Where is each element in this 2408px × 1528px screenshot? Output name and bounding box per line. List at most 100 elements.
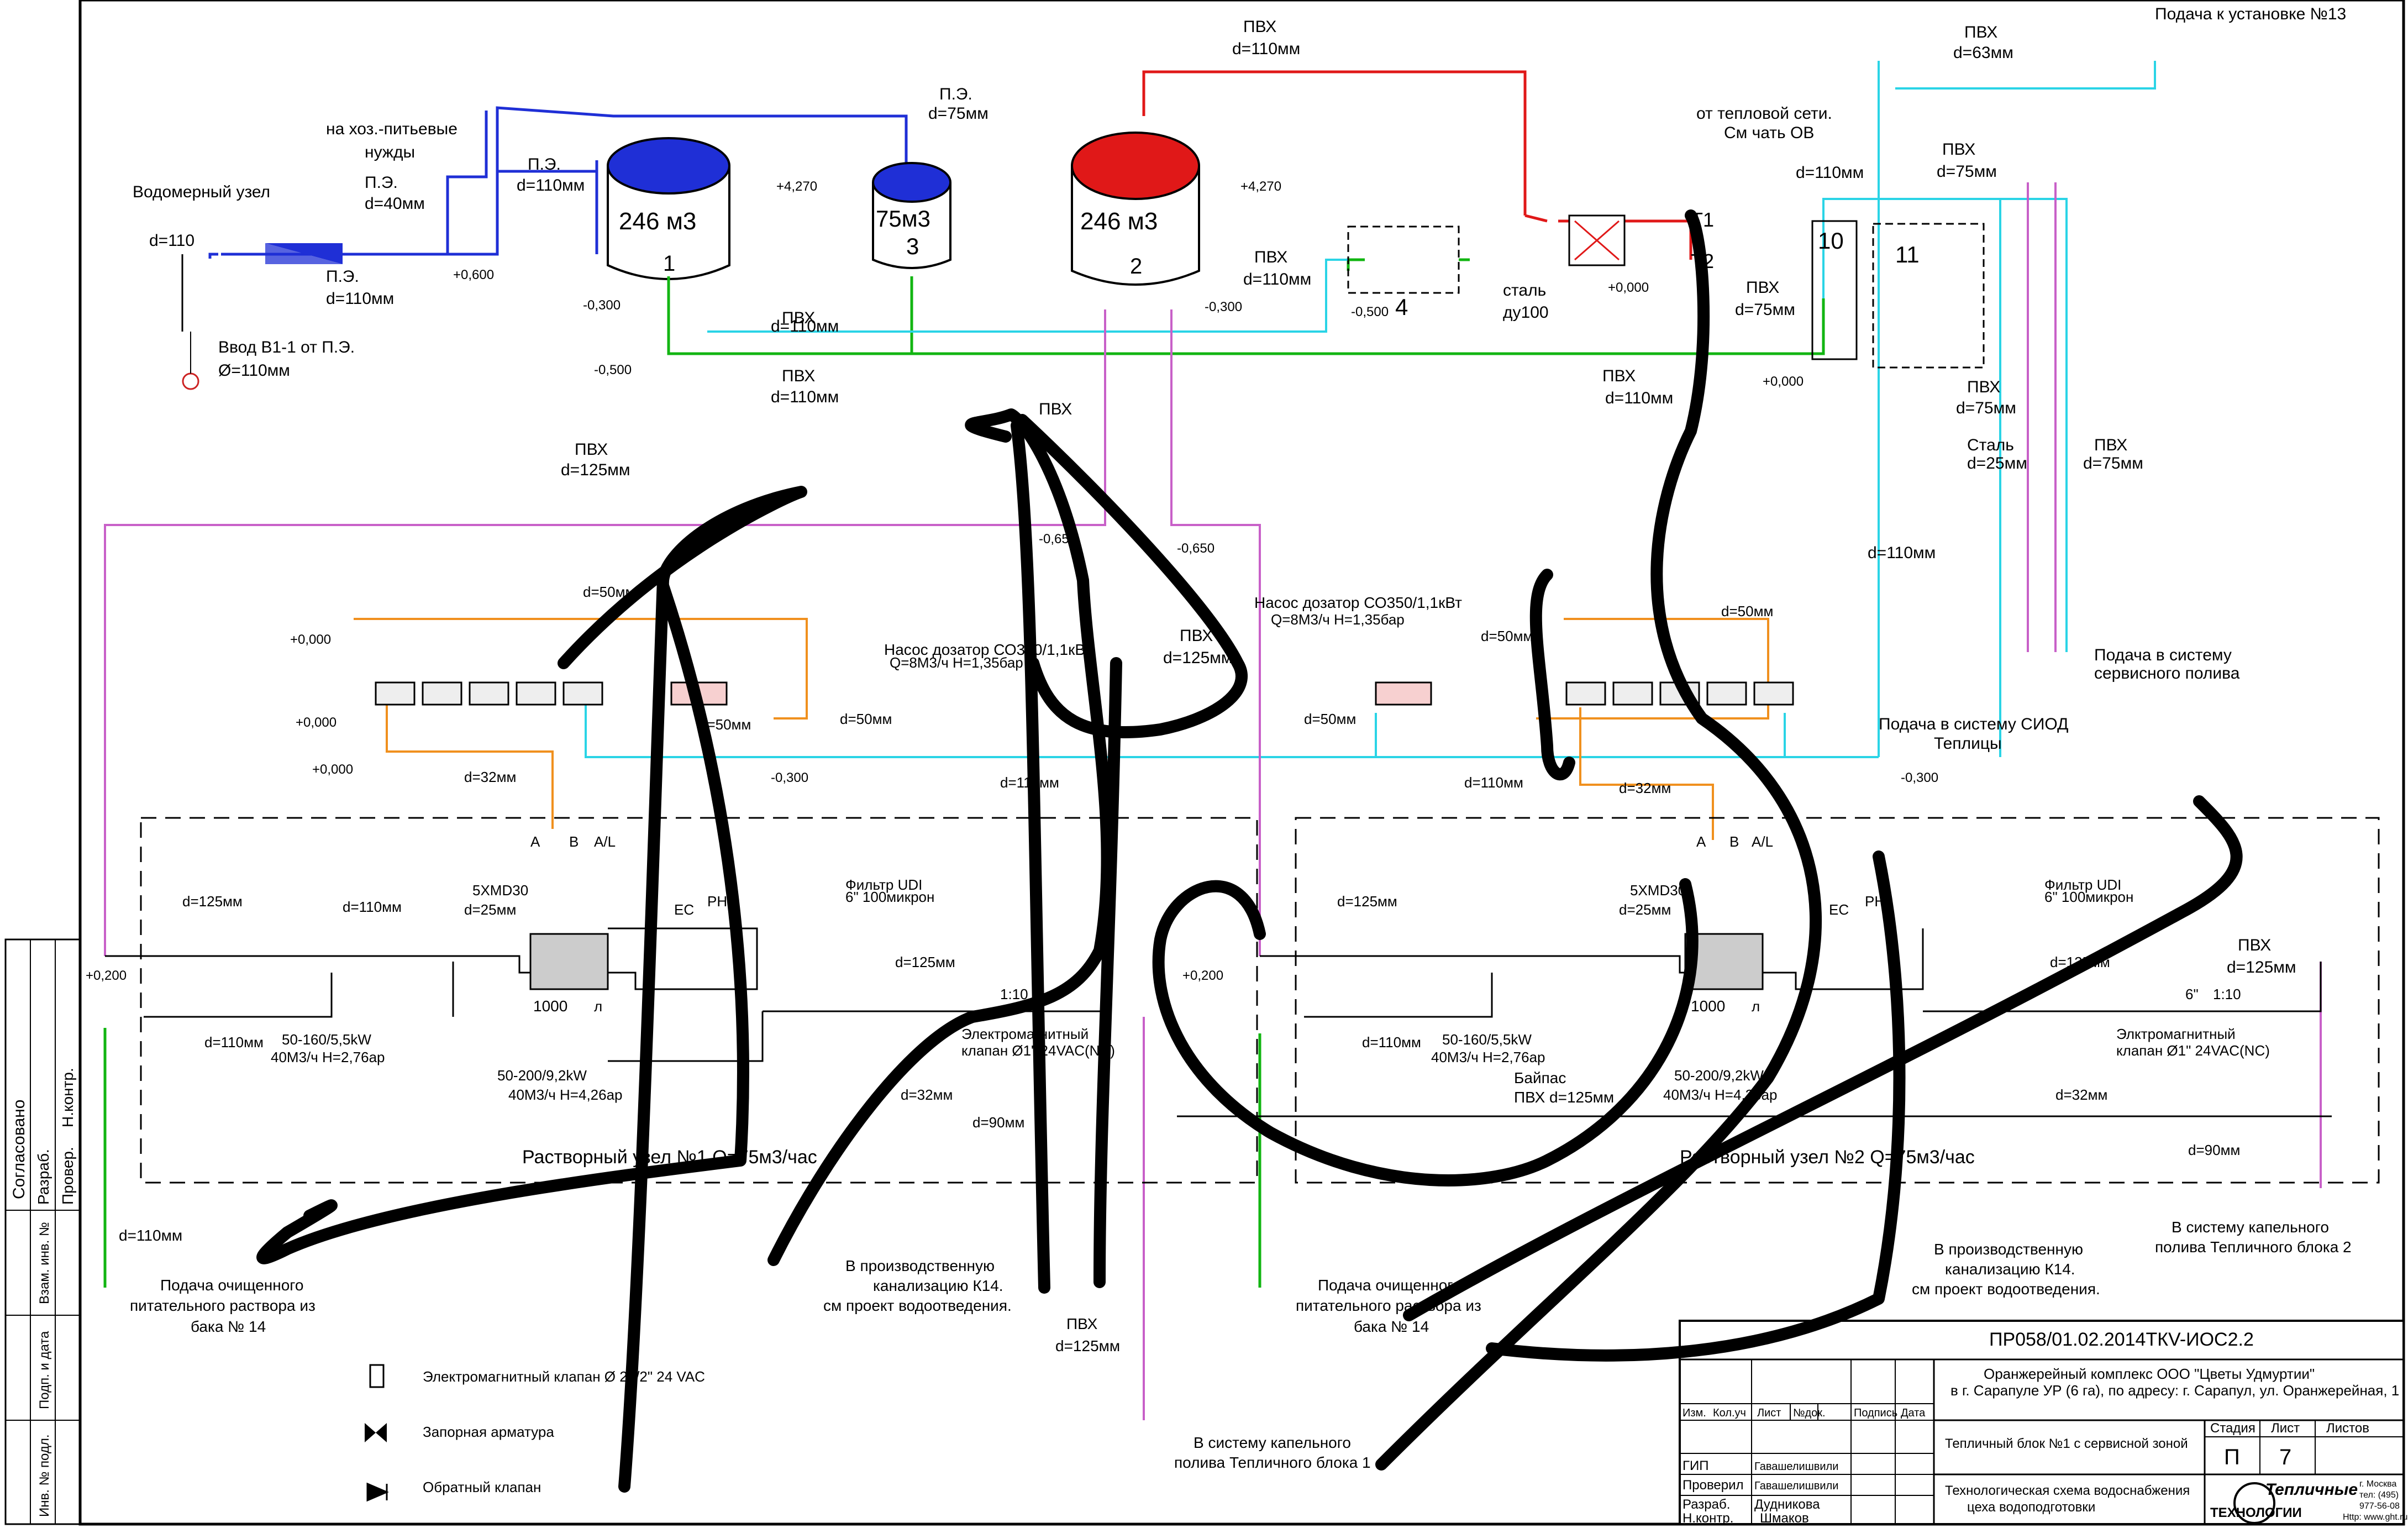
tb-stage-label: Стадия	[2210, 1421, 2255, 1436]
elev-2: +4,270	[1240, 179, 1281, 194]
label-d110-6: d=110мм	[771, 388, 839, 406]
label-d125-2: d=125мм	[1163, 649, 1233, 667]
label-d32-3: d=32мм	[901, 1086, 953, 1103]
label-steel-25: Сталь	[1967, 436, 2014, 454]
dosing-tanks-right	[1375, 681, 1794, 706]
process-water-line	[103, 258, 1825, 1288]
tb-stage: П	[2224, 1445, 2240, 1469]
label-service-2: сервисного полива	[2094, 664, 2240, 682]
label-d25: d=25мм	[1967, 454, 2027, 472]
stamp-dev: Разраб.	[35, 1149, 52, 1205]
label-sewer-2c: см проект водоотведения.	[1912, 1280, 2100, 1298]
label-d75-5: d=75мм	[2083, 454, 2143, 472]
tank-3: 75м3 3	[872, 162, 951, 269]
label-input-dia: Ø=110мм	[218, 361, 290, 380]
stamp-agreed: Согласовано	[10, 1100, 28, 1199]
label-a-2: A	[1696, 833, 1706, 850]
water-meter-node	[181, 243, 343, 390]
tb-role-3: Н.контр.	[1683, 1511, 1733, 1526]
stamp-sign-date: Подп. и дата	[37, 1331, 52, 1409]
unit-4-box	[1347, 225, 1460, 294]
tb-name-3: Шмаков	[1760, 1511, 1809, 1526]
elev-1: +4,270	[776, 179, 817, 194]
node-1-boundary	[140, 817, 1258, 1184]
label-d110-3: d=110мм	[517, 176, 585, 195]
label-pvh-10: ПВХ	[1967, 378, 2000, 396]
label-sol-1: Электромагнитный	[961, 1026, 1089, 1042]
dosing-lines	[354, 618, 1769, 840]
bottom-labels: d=110мм Подача очищенного питательного р…	[119, 1219, 2352, 1471]
label-drip-1b: полива Тепличного блока 1	[1174, 1454, 1371, 1471]
label-d110-7: d=110мм	[1796, 164, 1864, 182]
label-d110-2: d=110мм	[326, 290, 394, 308]
label-d110-4: d=110мм	[1243, 270, 1311, 288]
unit-4-number: 4	[1395, 294, 1408, 320]
tb-col-0: Изм.	[1683, 1407, 1706, 1419]
label-heat-2: См чать ОВ	[1724, 124, 1814, 142]
tank-2-volume: 246 м3	[1080, 208, 1158, 235]
tb-role-1: Проверил	[1683, 1478, 1744, 1493]
label-d50-4: d=50мм	[1304, 711, 1356, 727]
node-labels: 5XMD30 5XMD30 EC PH EC PH 1000 л 1000 л …	[182, 876, 2296, 1168]
label-dosing-left-1: Насос дозатор СО350/1,1кВт	[884, 641, 1092, 658]
label-b-1: B	[569, 833, 579, 850]
label-d110-5: d=110мм	[771, 317, 839, 335]
label-sewer-1c: см проект водоотведения.	[823, 1297, 1012, 1314]
label-pe-2: П.Э.	[326, 267, 359, 286]
label-d40: d=40мм	[365, 195, 425, 213]
tb-name-0: Гавашелишвили	[1754, 1461, 1838, 1473]
scribble-overlay	[256, 209, 2243, 1493]
label-xmd-2: 5XMD30	[1630, 882, 1686, 899]
label-six-inch: 6"	[2185, 986, 2199, 1002]
service-water-lines	[585, 61, 2156, 758]
label-pvh-12: ПВХ	[575, 440, 608, 459]
tb-col-3: №док.	[1793, 1407, 1826, 1419]
label-pvh-4: ПВХ	[1254, 248, 1287, 266]
label-d75-3: d=75мм	[1735, 301, 1795, 319]
label-input: Ввод В1-1 от П.Э.	[218, 338, 355, 356]
label-xmd-1: 5XMD30	[472, 882, 528, 899]
label-d63: d=63мм	[1953, 44, 2013, 62]
label-filter-2: Фильтр UDI	[2044, 876, 2121, 893]
tank-3-volume: 75м3	[876, 206, 930, 232]
drip-lines	[104, 182, 2322, 1420]
unit-10-number: 10	[1818, 228, 1844, 254]
elev-11: -0,650	[1177, 541, 1214, 556]
label-pump-a-1: 50-160/5,5kW	[282, 1031, 371, 1048]
elev-16: -0,300	[1901, 770, 1938, 785]
node-2-boundary	[1295, 817, 2380, 1184]
tb-code: ПР058/01.02.2014ТКV-ИОС2.2	[1989, 1329, 2254, 1350]
label-ec-1: EC	[674, 901, 694, 918]
elev-3: +0,600	[453, 267, 494, 282]
tb-col-1: Кол.уч	[1713, 1407, 1746, 1419]
company-logo: Тепличные ТЕХНОЛОГИИ	[2210, 1480, 2358, 1524]
label-water-meter: Водомерный узел	[133, 183, 270, 201]
tb-project-1: Оранжерейный комплекс ООО "Цветы Удмурти…	[1984, 1366, 2315, 1382]
label-ph-1: PH	[707, 893, 727, 910]
label-d125-4: d=125мм	[1337, 893, 1397, 910]
title-block: ПР058/01.02.2014ТКV-ИОС2.2 Оранжерейный …	[1679, 1320, 2407, 1526]
tb-col-2: Лист	[1757, 1407, 1781, 1419]
label-liter-2: л	[1752, 998, 1760, 1015]
label-sol-2: Элктромагнитный	[2116, 1026, 2236, 1042]
label-b-2: B	[1729, 833, 1739, 850]
dosing-tanks-left	[375, 681, 728, 706]
unit-11-number: 11	[1895, 241, 1920, 267]
elev-15: -0,300	[771, 770, 808, 785]
tb-sheet-label: Лист	[2271, 1421, 2300, 1436]
label-pvh-17: ПВХ	[1066, 1315, 1098, 1332]
label-pvh-top: ПВХ	[1243, 18, 1276, 36]
label-pe-1: П.Э.	[365, 174, 398, 192]
label-clean-2a: Подача очищенного	[1318, 1277, 1461, 1294]
tb-sheets-label: Листов	[2326, 1421, 2369, 1436]
elev-13: +0,000	[296, 715, 337, 730]
label-pvh-9: ПВХ	[1746, 279, 1779, 297]
label-d125-7: d=125мм	[2227, 958, 2296, 976]
label-d90-2: d=90мм	[2188, 1142, 2240, 1158]
label-d50-2: d=50мм	[1481, 628, 1533, 644]
label-filter-1: Фильтр UDI	[845, 876, 922, 893]
label-d25-1: d=25мм	[464, 901, 516, 918]
tb-role-2: Разраб.	[1683, 1497, 1730, 1512]
label-clean-1c: бака № 14	[191, 1318, 266, 1335]
tb-contact-3: Http: www.ght.ru	[2343, 1513, 2407, 1522]
